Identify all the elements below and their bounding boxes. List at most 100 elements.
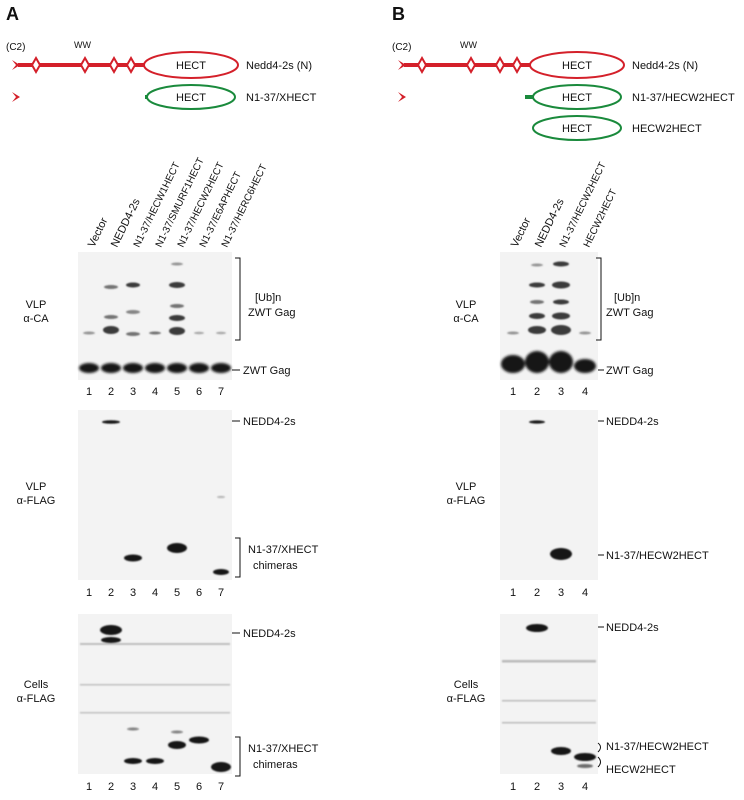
panel-a: A (C2) WW HECT Nedd4-2s (N) HECT N1-37/X… (6, 4, 319, 793)
band (530, 300, 544, 304)
band (169, 327, 185, 335)
antibody-label: α-FLAG (447, 495, 486, 507)
panel-a-hect-label: HECT (176, 60, 206, 72)
panel-b-hect-only-name: HECW2HECT (632, 123, 702, 135)
blot-membrane (78, 410, 232, 580)
chimera-brace (597, 742, 601, 753)
band (146, 758, 164, 764)
lane-number: 7 (218, 587, 224, 599)
panel-b-ww-domain-4 (511, 55, 523, 75)
band (525, 351, 549, 373)
panel-a-c2-chevron (12, 60, 20, 70)
band (529, 282, 545, 288)
lane-number: 4 (152, 386, 158, 398)
lane-header: Vector (509, 216, 534, 250)
ub-label: [Ub]n (255, 292, 281, 304)
chimera-label: N1-37/HECW2HECT (606, 550, 709, 562)
band (211, 363, 231, 373)
chimeras-label: chimeras (253, 560, 298, 572)
panel-b-chimera-hect (532, 84, 622, 110)
panel-b-hect-only (532, 115, 622, 141)
lane-number: 3 (558, 386, 564, 398)
band (124, 554, 142, 562)
band (126, 282, 140, 288)
lane-number: 3 (130, 587, 136, 599)
band (213, 569, 229, 575)
panel-a-chimera-hect (146, 84, 236, 110)
lane-number: 1 (510, 587, 516, 599)
chimera-label: N1-37/XHECT (248, 544, 319, 556)
lane-number: 3 (558, 781, 564, 793)
band (551, 747, 571, 755)
background-band (502, 700, 596, 702)
panel-b-hect-domain (529, 51, 625, 79)
blot-membrane (500, 410, 598, 580)
panel-b-chimera-hect-label: HECT (562, 92, 592, 104)
nedd4-label: NEDD4-2s (606, 416, 659, 428)
lane-number: 1 (510, 781, 516, 793)
panel-a-ww-label: WW (74, 40, 91, 50)
band (550, 548, 572, 560)
lane-number: 4 (152, 587, 158, 599)
zwt-gag-ladder-label: ZWT Gag (606, 307, 653, 319)
lane-number: 2 (108, 781, 114, 793)
zwt-gag-label: ZWT Gag (243, 365, 290, 377)
panel-b-hect-label: HECT (562, 60, 592, 72)
panel-a-blot-vlp-ca: [Ub]n ZWT Gag ZWT Gag VLP α-CA 1 2 3 4 5… (23, 252, 295, 398)
panel-b-blot-vlp-flag: NEDD4-2s N1-37/HECW2HECT VLP α-FLAG 1 2 … (447, 410, 709, 599)
sample-label: VLP (456, 299, 477, 311)
panel-a-ww-domain-1 (30, 55, 42, 75)
band (552, 312, 570, 320)
lane-number: 1 (86, 587, 92, 599)
band (101, 637, 121, 643)
background-band (502, 660, 596, 663)
band (529, 420, 545, 424)
band (529, 313, 545, 319)
band (211, 762, 231, 772)
band (574, 359, 596, 373)
sample-label: VLP (456, 481, 477, 493)
panel-b: B (C2) WW HECT Nedd4-2s (N) HECT N1-37/H… (392, 4, 735, 793)
background-band (80, 643, 230, 645)
panel-b-schematic: (C2) WW HECT Nedd4-2s (N) HECT N1-37/HEC… (392, 40, 735, 141)
lane-header: Vector (86, 216, 111, 250)
nedd4-label: NEDD4-2s (243, 628, 296, 640)
antibody-label: α-FLAG (447, 693, 486, 705)
lane-number: 2 (534, 587, 540, 599)
band (526, 624, 548, 632)
band (126, 332, 140, 336)
panel-b-blot-vlp-ca: [Ub]n ZWT Gag ZWT Gag VLP α-CA 1 2 3 4 (453, 252, 653, 398)
chimera-label: N1-37/HECW2HECT (606, 741, 709, 753)
sample-label: Cells (24, 679, 49, 691)
background-band (80, 684, 230, 686)
band (126, 310, 140, 314)
band (145, 363, 165, 373)
band (104, 315, 118, 319)
antibody-label: α-CA (453, 313, 479, 325)
band (100, 625, 122, 635)
lane-number: 3 (130, 386, 136, 398)
background-band (80, 712, 230, 714)
panel-b-letter: B (392, 4, 405, 24)
band (189, 363, 209, 373)
nedd4-label: NEDD4-2s (243, 416, 296, 428)
panel-b-c2-chevron (398, 60, 406, 70)
lane-number: 1 (86, 781, 92, 793)
band (551, 325, 571, 335)
panel-a-ww-domain-3 (108, 55, 120, 75)
blot-membrane (500, 614, 598, 774)
panel-a-hect-domain (143, 51, 239, 79)
band (579, 331, 591, 335)
ub-label: [Ub]n (614, 292, 640, 304)
background-band (502, 722, 596, 724)
band (123, 363, 143, 373)
band (83, 331, 95, 335)
panel-b-ww-label: WW (460, 40, 477, 50)
sample-label: VLP (26, 299, 47, 311)
band (577, 764, 593, 768)
panel-b-chimera-label: N1-37/HECW2HECT (632, 92, 735, 104)
band (531, 263, 543, 267)
band (553, 261, 569, 267)
lane-number: 4 (582, 386, 588, 398)
